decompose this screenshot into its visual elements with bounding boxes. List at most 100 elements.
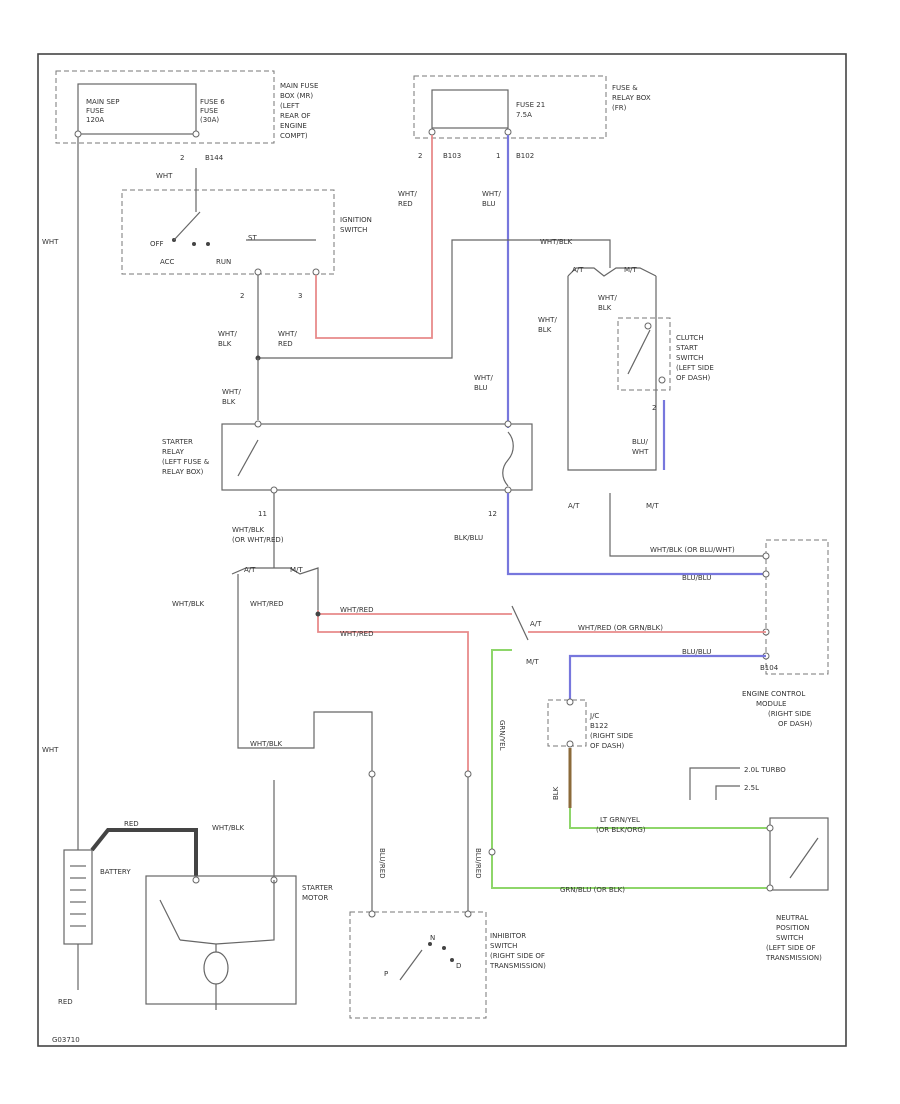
- at-label-clutch-b: A/T: [568, 502, 580, 510]
- at-selector-label: A/T: [244, 566, 256, 574]
- main-fuse-box-label-2: BOX (MR): [280, 92, 313, 100]
- wht-blk-label-1: WHT/: [218, 330, 237, 338]
- starter-motor-label-2: MOTOR: [302, 894, 328, 902]
- main-sep-fuse-label-1: MAIN SEP: [86, 98, 119, 106]
- lt-grn-wire: [569, 808, 770, 829]
- fuse-relay-box-label-2: RELAY BOX: [612, 94, 651, 102]
- wht-blu2-label-1: WHT/: [474, 374, 493, 382]
- inh-d-label: D: [456, 962, 461, 970]
- wht-blk2-label-2: BLK: [222, 398, 236, 406]
- wht-red-wire: [315, 135, 433, 339]
- main-fuse-box-label-6: COMPT): [280, 132, 308, 140]
- wht-blk-left-label: WHT/BLK: [172, 600, 205, 608]
- turbo-options: 2.0L TURBO 2.5L: [689, 766, 786, 800]
- battery-label: BATTERY: [100, 868, 131, 876]
- jc-label-3: (RIGHT SIDE: [590, 732, 633, 740]
- inhibitor-label-2: SWITCH: [490, 942, 517, 950]
- blu-red-label: BLU/RED: [378, 848, 386, 879]
- grn-blu-wire: [491, 649, 770, 889]
- neutral-label-4: (LEFT SIDE OF: [766, 944, 816, 952]
- wht-red-b-wire: [317, 614, 469, 772]
- connector-b144: B144: [205, 154, 224, 162]
- wht-red-label-1: WHT/: [398, 190, 417, 198]
- blu-wht-label-1: BLU/: [632, 438, 648, 446]
- pin-1-label: 1: [496, 152, 500, 160]
- pin-2-label: 2: [180, 154, 184, 162]
- connector-b103: B103: [443, 152, 461, 160]
- starter-relay-label-1: STARTER: [162, 438, 193, 446]
- main-fuse-box-label-1: MAIN FUSE: [280, 82, 318, 90]
- wht-red-left-label: WHT/RED: [250, 600, 284, 608]
- fuse-relay-box-label-1: FUSE &: [612, 84, 638, 92]
- wht-label-left-bottom: WHT: [42, 746, 59, 754]
- lt-grn-label-1: LT GRN/YEL: [600, 816, 640, 824]
- neutral-label-1: NEUTRAL: [776, 914, 808, 922]
- wht-blk-bottom-wire: [237, 711, 373, 772]
- blu-wht-label-2: WHT: [632, 448, 649, 456]
- grn-blu-label: GRN/BLU (OR BLK): [560, 886, 625, 894]
- wht-red-a-label: WHT/RED: [340, 606, 374, 614]
- wht-blk-label-2: BLK: [218, 340, 232, 348]
- inh-n-label: N: [430, 934, 435, 942]
- at-junction-label: A/T: [530, 620, 542, 628]
- ignition-switch-label-2: SWITCH: [340, 226, 367, 234]
- wht-label-ign: WHT: [156, 172, 173, 180]
- clutch-label-5: OF DASH): [676, 374, 711, 382]
- clutch-label-2: START: [676, 344, 698, 352]
- pin-2-ign: 2: [240, 292, 244, 300]
- fuse-relay-box: FUSE 21 7.5A FUSE & RELAY BOX (FR) 2 B10…: [413, 75, 651, 160]
- fuse-21-label-2: 7.5A: [516, 111, 532, 119]
- neutral-label-2: POSITION: [776, 924, 809, 932]
- ignition-switch: IGNITION SWITCH OFF ST ACC RUN WHT 2 3: [121, 168, 372, 300]
- wht-blk-loop-wire: [257, 239, 611, 359]
- starter-motor-label-1: STARTER: [302, 884, 333, 892]
- clutch-label-1: CLUTCH: [676, 334, 704, 342]
- blu-blu2-wire: [568, 654, 766, 700]
- wht-blk-bottom-label: WHT/BLK: [250, 740, 283, 748]
- ign-acc-label: ACC: [160, 258, 175, 266]
- pin-2-clutch: 2: [652, 404, 656, 412]
- at-mt-selector-wire: [231, 567, 319, 610]
- inhibitor-switch: P N D INHIBITOR SWITCH (RIGHT SIDE OF TR…: [349, 910, 546, 1019]
- pin-12-label: 12: [488, 510, 497, 518]
- blu-blu2-label: BLU/BLU: [682, 648, 711, 656]
- wht-blk3-label-2: BLK: [598, 304, 612, 312]
- mt-label-clutch-b: M/T: [646, 502, 659, 510]
- wht-blk-top-label: WHT/BLK: [540, 238, 573, 246]
- wht-blu-label-1: WHT/: [482, 190, 501, 198]
- turbo-label: 2.0L TURBO: [744, 766, 786, 774]
- wht-blk-or-label-2: (OR WHT/RED): [232, 536, 284, 544]
- wht-blk-or-label-1: WHT/BLK: [232, 526, 265, 534]
- ecm-label-1: ENGINE CONTROL: [742, 690, 805, 698]
- main-sep-fuse-label-2: FUSE: [86, 107, 104, 115]
- at-label-clutch: A/T: [572, 266, 584, 274]
- wht-blk-clutch-label-1: WHT/: [538, 316, 557, 324]
- ecm-label-2: MODULE: [756, 700, 786, 708]
- connector-b102: B102: [516, 152, 534, 160]
- junction-b122: J/C B122 (RIGHT SIDE OF DASH): [547, 698, 633, 750]
- main-fuse-box-label-3: (LEFT: [280, 102, 300, 110]
- main-fuse-box: MAIN SEP FUSE 120A FUSE 6 FUSE (30A) MAI…: [55, 70, 318, 162]
- clutch-label-3: SWITCH: [676, 354, 703, 362]
- wht-blu2-label-2: BLU: [474, 384, 487, 392]
- pin-2-label-b: 2: [418, 152, 422, 160]
- fuse-6-label-1: FUSE 6: [200, 98, 225, 106]
- l25-label: 2.5L: [744, 784, 759, 792]
- fuse-relay-box-label-3: (FR): [612, 104, 627, 112]
- battery: BATTERY RED: [58, 849, 131, 1006]
- blk-blu-label: BLK/BLU: [454, 534, 483, 542]
- starter-relay-label-3: (LEFT FUSE &: [162, 458, 210, 466]
- wht-blk3-label-1: WHT/: [598, 294, 617, 302]
- ecm-label-4: OF DASH): [778, 720, 813, 728]
- jc-label-4: OF DASH): [590, 742, 625, 750]
- main-fuse-box-label-4: REAR OF: [280, 112, 311, 120]
- wht-blk2-label-1: WHT/: [222, 388, 241, 396]
- fuse-6-label-3: (30A): [200, 116, 219, 124]
- main-sep-fuse-label-3: 120A: [86, 116, 104, 124]
- wht-blk-or-blu-label: WHT/BLK (OR BLU/WHT): [650, 546, 735, 554]
- connector-b104: B104: [760, 664, 779, 672]
- clutch-start-switch: A/T M/T WHT/ BLK WHT/ BLK CLUTCH START S…: [538, 266, 714, 510]
- wht-label-left-top: WHT: [42, 238, 59, 246]
- ign-st-label: ST: [248, 234, 257, 242]
